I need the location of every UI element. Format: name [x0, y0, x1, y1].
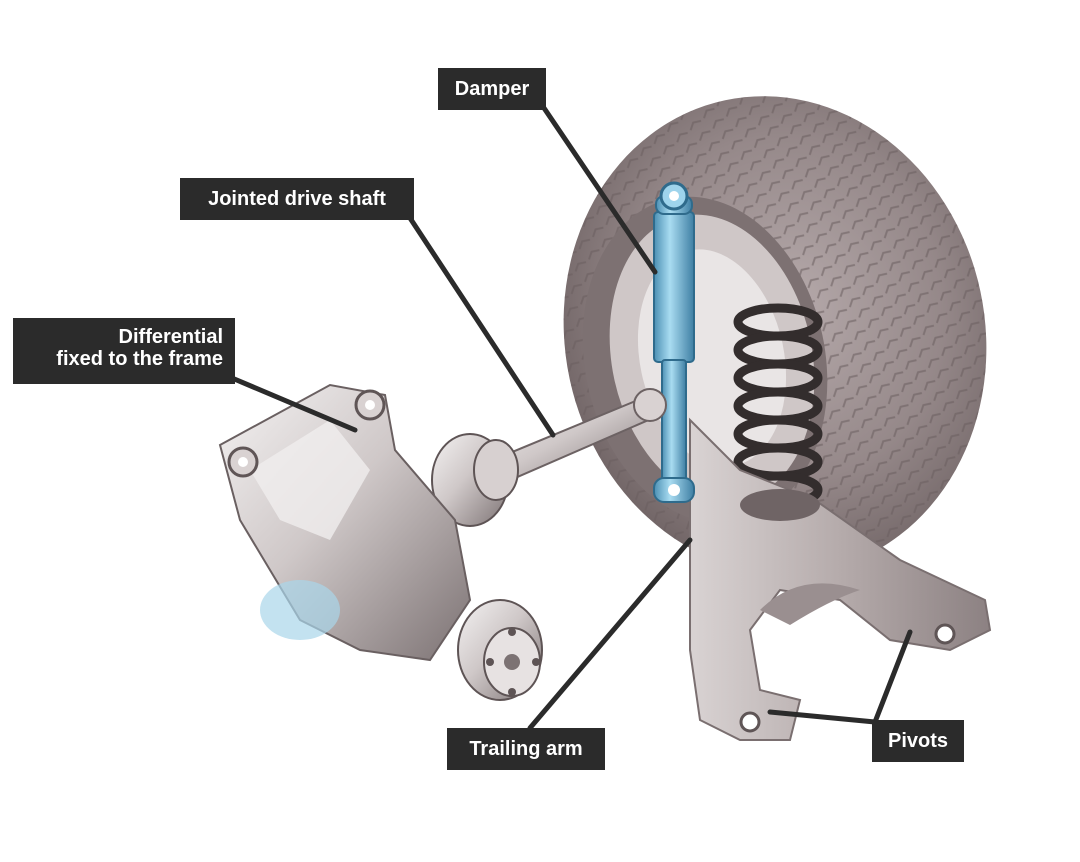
leader-lines — [229, 105, 913, 731]
label-damper: Damper — [438, 68, 546, 110]
leader-differential — [229, 375, 358, 433]
trailing-arm — [689, 417, 992, 741]
jointed-drive-shaft — [431, 388, 667, 527]
label-jointed-drive-shaft: Jointed drive shaft — [180, 178, 414, 220]
label-trailing-arm: Trailing arm — [447, 728, 605, 770]
differential — [218, 383, 543, 701]
pivot-hole-left — [739, 711, 761, 733]
label-pivots: Pivots — [872, 720, 964, 762]
label-differential-line2: fixed to the frame — [56, 348, 223, 370]
leader-pivots-2 — [767, 709, 878, 725]
leader-trailing-arm — [527, 537, 693, 731]
damper — [653, 181, 695, 503]
label-differential: Differential fixed to the frame — [13, 318, 235, 384]
pivot-hole-right — [934, 623, 956, 645]
leader-pivots — [872, 629, 913, 725]
label-differential-line1: Differential — [118, 326, 223, 348]
leader-damper — [541, 105, 658, 275]
leader-drive-shaft — [407, 215, 556, 438]
